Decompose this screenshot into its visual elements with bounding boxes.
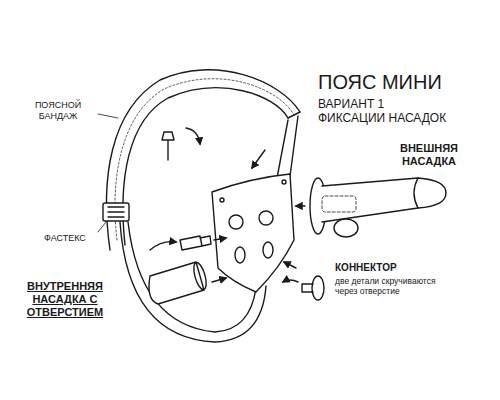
diagram-title: ПОЯС МИНИ xyxy=(318,70,442,94)
external-arrow xyxy=(296,205,305,206)
part-label: ВНЕШНЯЯ НАСАДКА xyxy=(385,142,473,168)
external-lower xyxy=(334,219,358,237)
plate-hole xyxy=(259,211,273,225)
part-label: ФАСТЕКС xyxy=(44,233,86,244)
plate-rivet xyxy=(282,180,286,184)
external-shaft xyxy=(322,178,446,222)
upper-strap xyxy=(277,116,298,178)
fastex-leader xyxy=(98,222,106,232)
fastex-detail xyxy=(108,207,124,217)
front-plate xyxy=(212,174,294,292)
internal-hole xyxy=(191,261,208,291)
internal-arrow xyxy=(214,238,226,240)
plug-piece xyxy=(162,132,174,160)
note: две детали скручиваются через отверстие xyxy=(335,276,439,296)
waist-band xyxy=(107,70,300,250)
plate-slot xyxy=(263,242,273,258)
fastex-buckle xyxy=(103,203,129,221)
external-socket xyxy=(322,196,356,212)
plate-hole xyxy=(229,215,243,229)
part-label: ВНУТРЕННЯЯ НАСАДКА С ОТВЕРСТИЕМ xyxy=(12,280,118,320)
internal-arrow-3 xyxy=(150,242,176,250)
connector-arrow-2 xyxy=(284,262,296,268)
external-tip xyxy=(414,178,418,208)
part-label: КОННЕКТОР xyxy=(335,262,397,274)
move-arrow xyxy=(252,150,265,168)
bandage-leader xyxy=(98,114,118,118)
internal-shaft xyxy=(149,262,204,304)
plate-rivet xyxy=(220,198,224,202)
part-label: ПОЯСНОЙ БАНДАЖ xyxy=(20,100,96,122)
connector-stem xyxy=(302,284,313,292)
internal-plug xyxy=(180,236,211,250)
connector-head xyxy=(312,276,324,300)
internal-arrow-2 xyxy=(212,278,226,282)
plate-slot xyxy=(235,247,245,263)
subtitle: ВАРИАНТ 1 ФИКСАЦИИ НАСАДОК xyxy=(318,97,453,126)
rotate-arrow xyxy=(186,128,200,144)
connector-arrow xyxy=(283,280,298,282)
